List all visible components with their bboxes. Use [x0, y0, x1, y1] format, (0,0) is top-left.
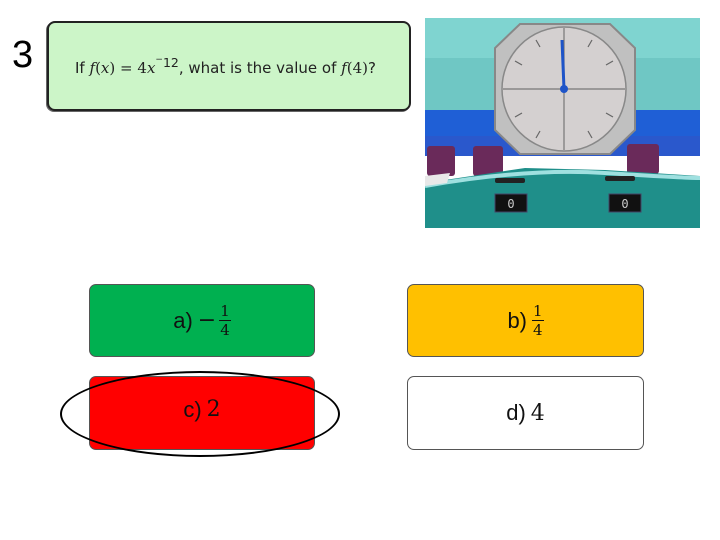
- answer-d-button[interactable]: d) 4: [407, 376, 644, 450]
- question-text: If f(x) = 4x−12, what is the value of f(…: [75, 55, 376, 77]
- answer-c-button[interactable]: c) 2: [89, 376, 315, 450]
- answer-c-value: 2: [206, 397, 221, 422]
- question-box: If f(x) = 4x−12, what is the value of f(…: [47, 21, 411, 111]
- game-show-image: 0 0: [425, 18, 700, 228]
- clock-icon: [494, 23, 636, 155]
- exponent: −12: [155, 55, 179, 70]
- question-number: 3: [12, 34, 34, 76]
- score-display-right: 0: [608, 193, 642, 213]
- svg-text:0: 0: [507, 197, 514, 211]
- score-display-left: 0: [494, 193, 528, 213]
- svg-text:0: 0: [621, 197, 628, 211]
- answer-d-value: 4: [530, 400, 545, 426]
